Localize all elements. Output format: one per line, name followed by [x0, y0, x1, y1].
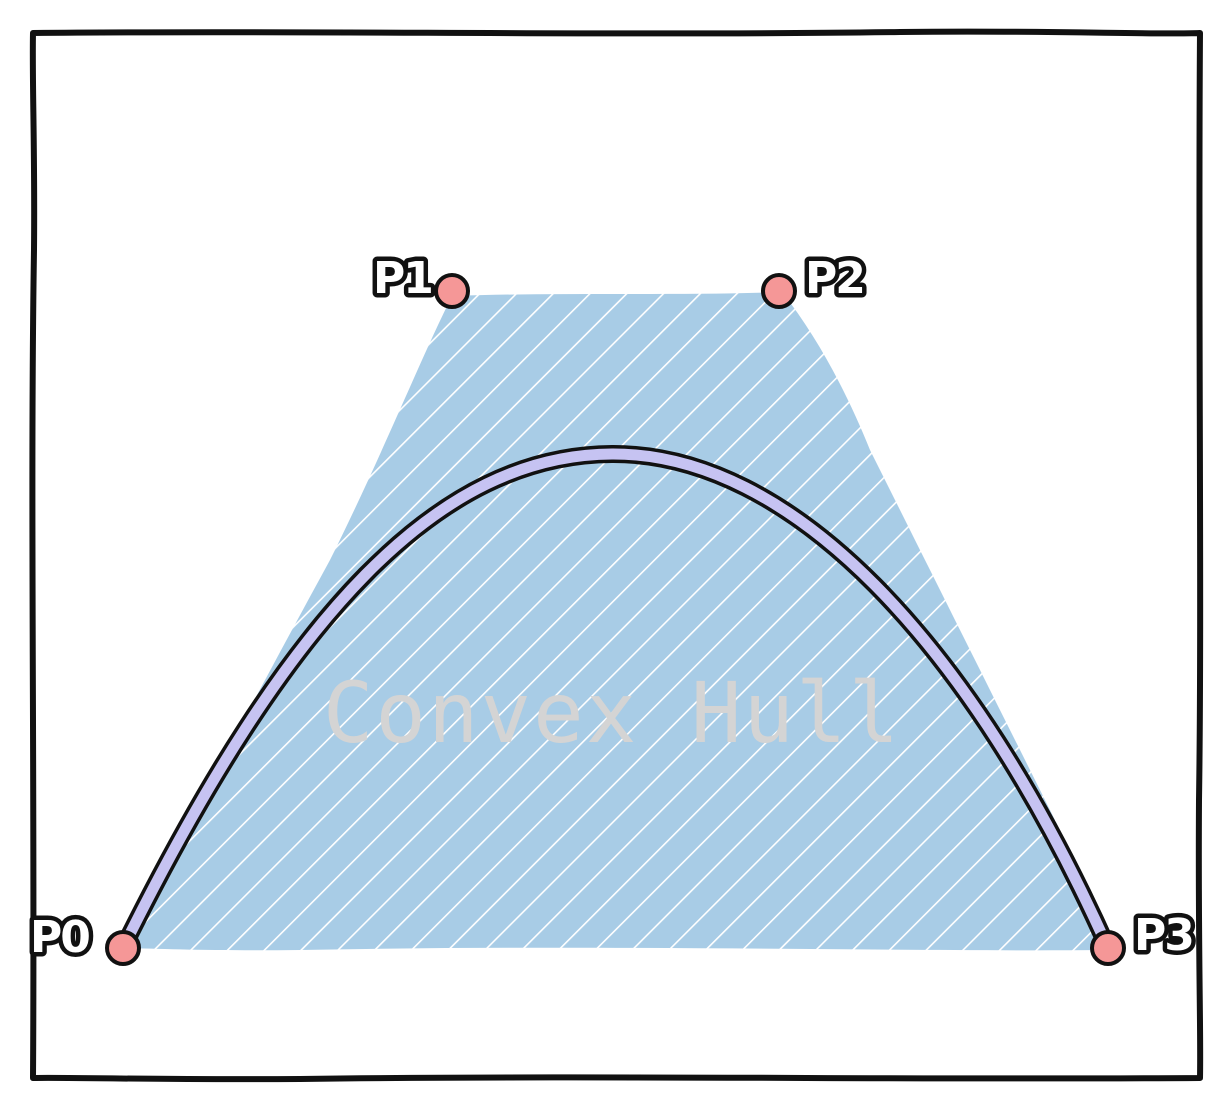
label-p1: P1: [373, 253, 432, 304]
control-point-p1: [434, 273, 470, 309]
bezier-curve: [117, 448, 1114, 954]
control-point-p2: [761, 273, 797, 309]
control-point-p3: [1090, 930, 1126, 966]
control-point-p0: [105, 930, 141, 966]
convex-hull-region: [125, 292, 1108, 951]
label-p2: P2: [805, 253, 864, 304]
frame-border: [29, 28, 1204, 1083]
label-p0: P0: [30, 912, 89, 963]
convex-hull-label: Convex Hull: [323, 664, 901, 762]
label-p3: P3: [1134, 910, 1193, 961]
